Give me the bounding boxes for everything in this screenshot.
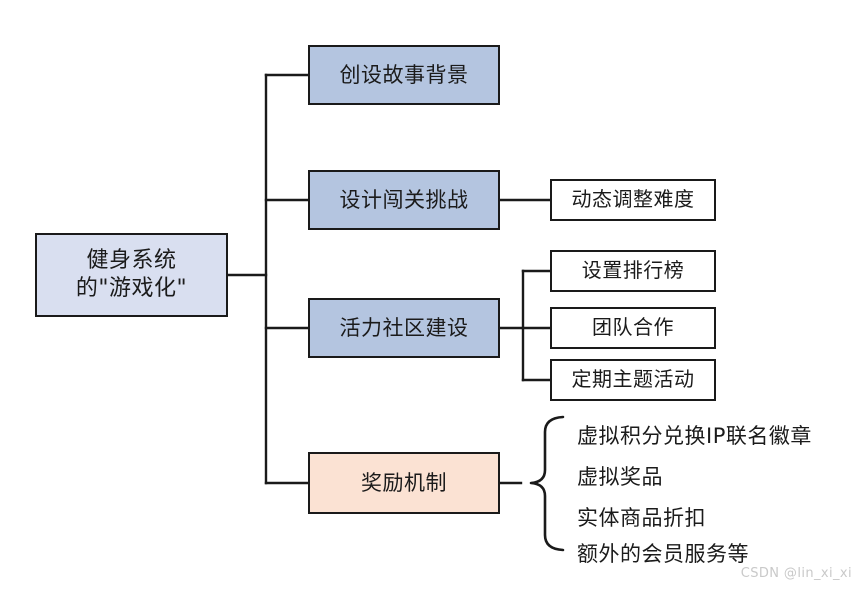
- reward-item-virtual-prize[interactable]: 虚拟奖品: [577, 465, 663, 489]
- watermark: CSDN @lin_xi_xi: [740, 566, 852, 581]
- root-node[interactable]: 健身系统 的"游戏化": [35, 233, 228, 317]
- reward-item-ip-badge[interactable]: 虚拟积分兑换IP联名徽章: [577, 424, 812, 448]
- leaf-node-team-cooperation[interactable]: 团队合作: [550, 307, 716, 349]
- leaf-node-dynamic-difficulty[interactable]: 动态调整难度: [550, 179, 716, 221]
- branch-node-reward-mechanism[interactable]: 奖励机制: [308, 452, 500, 514]
- branch-node-story-background[interactable]: 创设故事背景: [308, 45, 500, 105]
- reward-item-physical-discount[interactable]: 实体商品折扣: [577, 506, 706, 530]
- branch-node-level-challenge[interactable]: 设计闯关挑战: [308, 170, 500, 230]
- branch-node-community-building[interactable]: 活力社区建设: [308, 298, 500, 358]
- leaf-node-theme-events[interactable]: 定期主题活动: [550, 359, 716, 401]
- leaf-node-leaderboard[interactable]: 设置排行榜: [550, 250, 716, 292]
- curly-brace-icon: [529, 415, 565, 552]
- reward-item-extra-membership[interactable]: 额外的会员服务等: [577, 542, 749, 566]
